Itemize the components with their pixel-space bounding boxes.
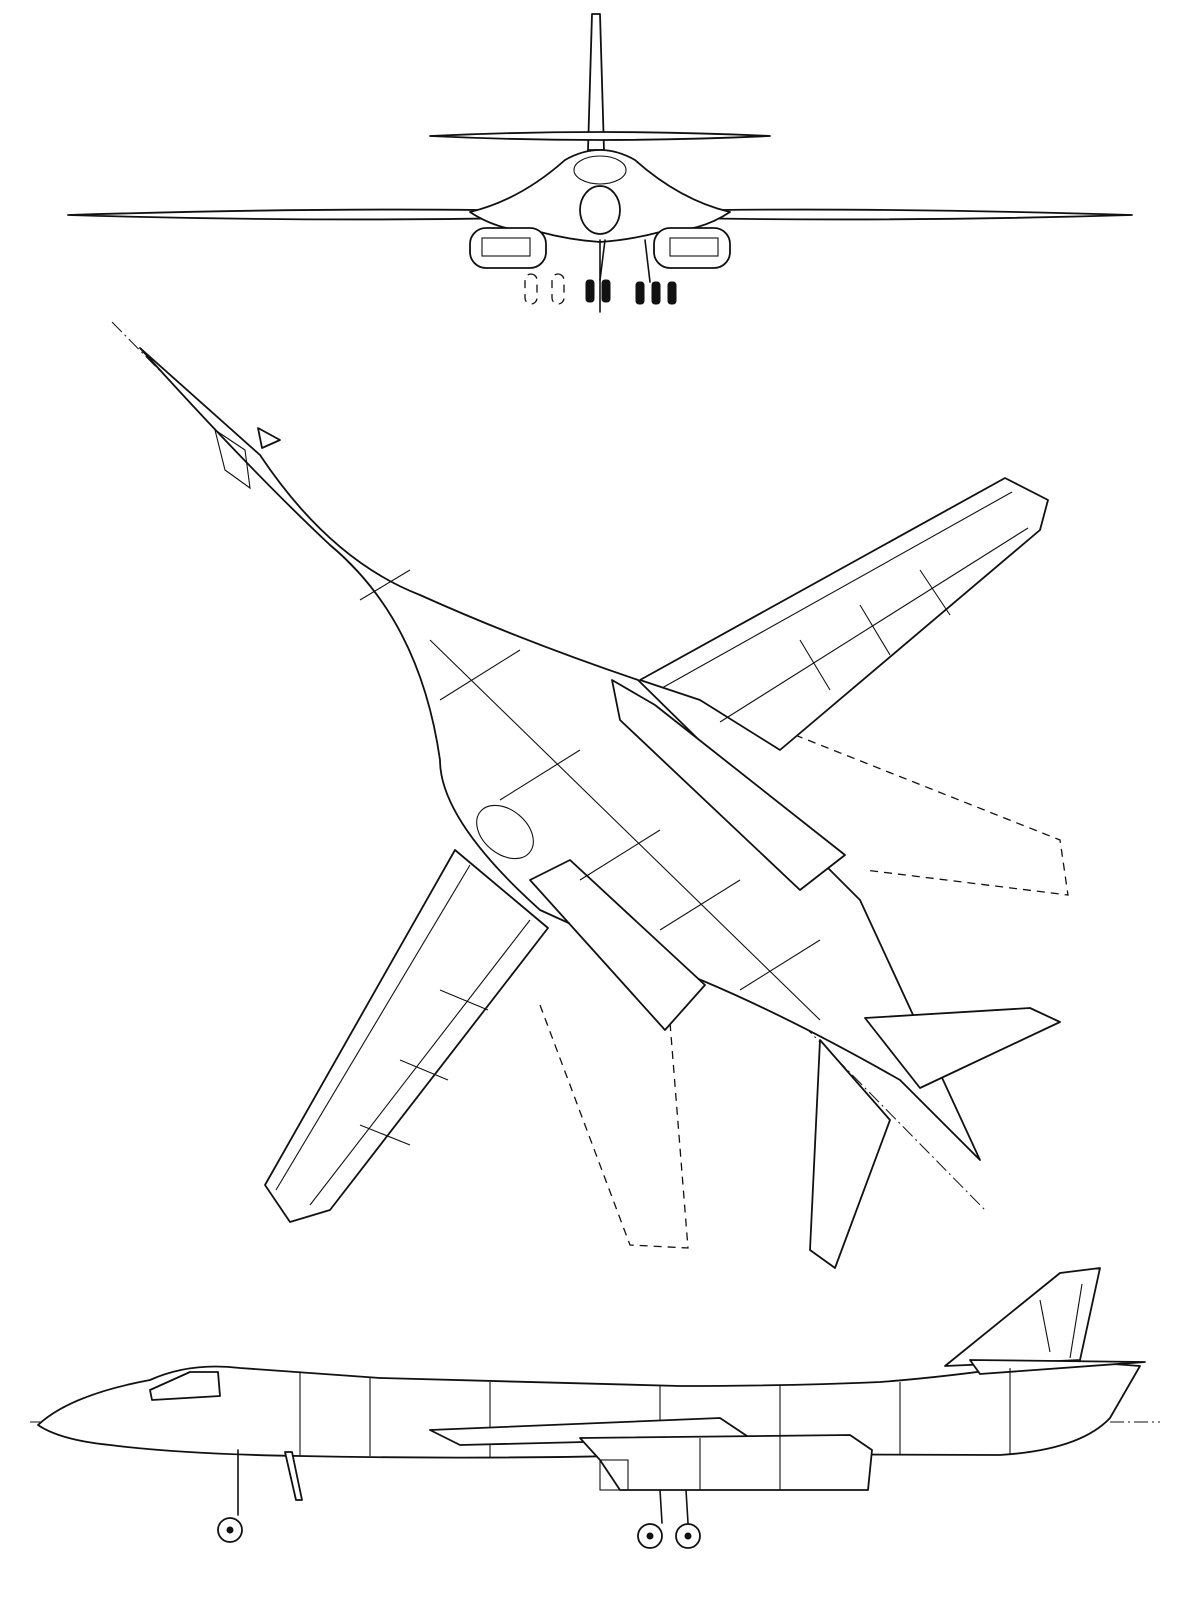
plan-left-wing-panel [359,1124,411,1146]
front-gear-wheel [601,279,611,303]
front-left-engine-nacelle [469,227,547,269]
plan-fuselage-panel [739,939,821,991]
plan-right-engine-nacelle [611,679,846,891]
plan-right-stabilizer [864,1007,1061,1089]
front-right-engine-nacelle [653,227,731,269]
plan-right-wing-panel [799,639,831,691]
side-main-gear-strut [685,1489,689,1524]
plan-right-wing-panel [919,569,951,616]
plan-fuselage-panel [439,649,521,701]
plan-left-stabilizer [809,1039,891,1269]
plan-fuselage-panel [579,829,661,881]
front-left-intake [481,237,531,257]
front-tail-fin [587,13,605,151]
side-nose-gear-wheel-hub [226,1526,234,1534]
front-left-main-gear-strut [599,239,606,281]
front-retracted-gear-outline [524,273,538,305]
plan-left-wing-spoiler-line [275,864,471,1191]
front-left-wing [67,208,521,221]
side-main-gear-wheel-hub [684,1532,692,1540]
front-right-wing [679,208,1133,221]
plan-canard-vane [257,427,281,449]
plan-cockpit-canopy [214,428,251,490]
plan-right-wing-panel [859,604,891,656]
plan-extended-left-wing-outline [539,959,689,1249]
plan-left-wing-panel [399,1059,449,1081]
plan-wing-glove-fairing [476,804,534,860]
side-horizontal-stabilizer [969,1359,1146,1375]
side-main-gear-strut [659,1489,663,1524]
plan-view [111,321,1069,1269]
side-engine-nacelle [579,1434,873,1491]
side-view [30,1267,1160,1549]
plan-left-engine-nacelle [529,859,706,1031]
plan-fuselage-panel [359,569,411,601]
side-cockpit-canopy [149,1371,221,1401]
side-rudder-line [1039,1299,1051,1353]
plan-right-wing-spoiler-line [661,491,1013,689]
plan-fuselage [139,347,981,1161]
side-main-gear-wheel-hub [646,1532,654,1540]
plan-left-wing [264,849,549,1223]
plan-left-wing-flap-line [309,919,531,1206]
side-nose-gear-door [284,1451,303,1501]
front-view [67,13,1133,313]
front-gear-wheel [635,281,645,305]
front-canopy [573,155,627,185]
plan-fuselage-panel [499,749,581,801]
front-retracted-gear-outline [551,273,565,305]
front-horizontal-stabilizer [429,131,771,141]
front-nose-radome [579,185,621,235]
side-rudder-line [1069,1283,1083,1359]
plan-right-wing-flap-line [719,527,1029,723]
plan-left-wing-panel [439,989,489,1011]
plan-extended-right-wing-outline [794,734,1069,896]
front-gear-wheel [651,281,661,305]
front-right-intake [669,237,719,257]
plan-fuselage-panel [429,639,821,1021]
plan-fuselage-panel [659,879,741,931]
side-intake [599,1459,629,1491]
front-gear-wheel [585,279,595,303]
plan-right-wing [639,477,1049,751]
front-gear-wheel [667,281,677,305]
front-right-main-gear-strut [644,239,651,283]
